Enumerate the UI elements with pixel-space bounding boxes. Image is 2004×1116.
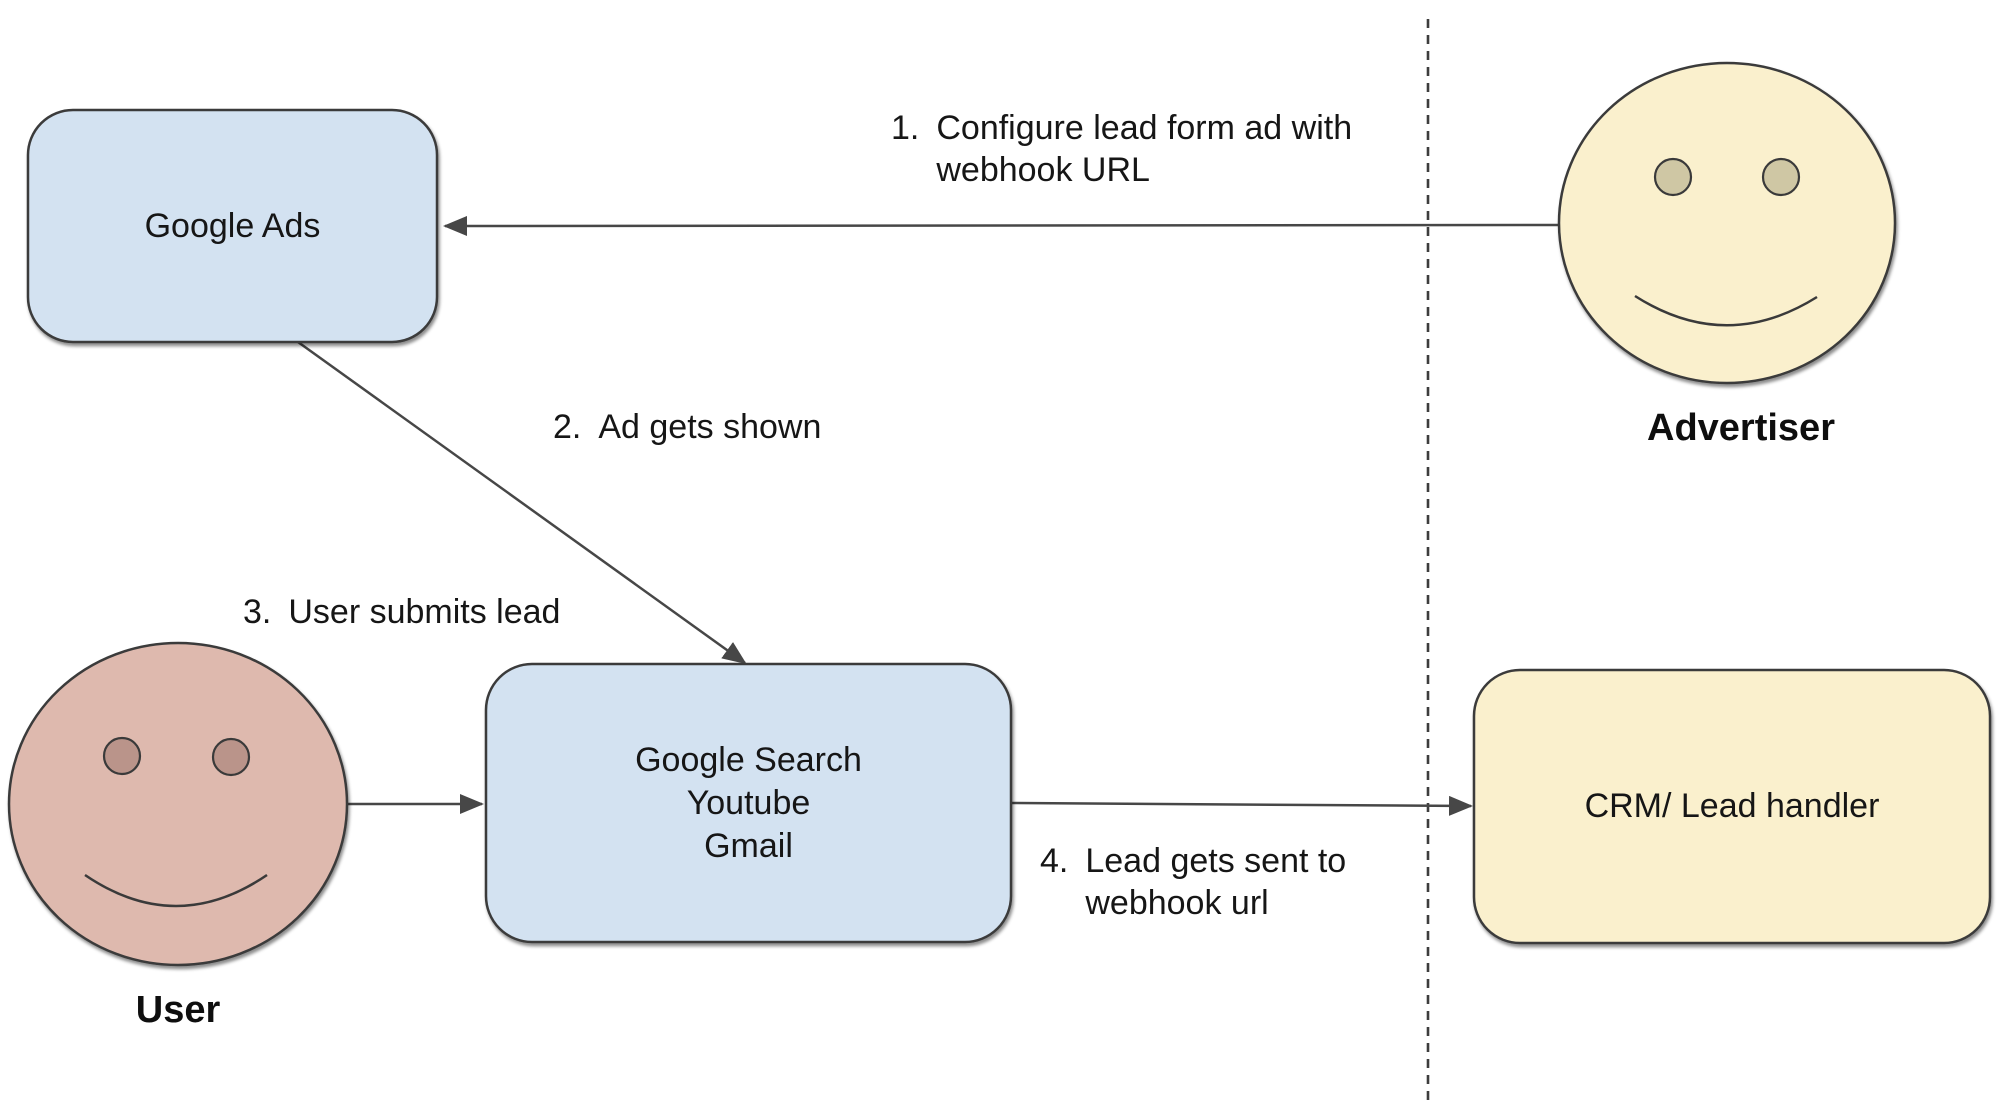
step-3-label: 3. User submits lead [243,591,560,633]
crm-box [1472,668,1992,945]
platforms-label-line-2: Youtube [686,783,811,822]
step-3-number: 3. [243,593,272,631]
crm-label: CRM/ Lead handler [1584,787,1880,825]
arrow-advertiser-to-google-ads [443,215,1561,236]
arrow-platforms-to-crm [1010,795,1473,816]
advertiser-face-icon [1557,61,1897,385]
platforms-label-line-3: Gmail [704,826,793,865]
advertiser-label: Advertiser [1647,407,1835,449]
step-4-text: Lead gets sent to webhook url [1085,840,1346,924]
advertiser-eye-left [1653,157,1693,197]
step-2-label: 2. Ad gets shown [553,406,821,448]
step-4-number: 4. [1040,842,1069,880]
google-ads-label: Google Ads [144,206,321,245]
advertiser-eye-right [1761,157,1801,197]
user-face [7,641,349,967]
user-smile [84,873,268,908]
user-label: User [135,989,221,1031]
step-1-label: 1. Configure lead form ad with webhook U… [891,107,1352,191]
platforms-label: Google Search Youtube Gmail [486,664,1011,942]
platforms-label-line-1: Google Search [635,740,862,779]
user-eye-right [211,737,251,777]
step-2-line-1: Ad gets shown [598,408,822,446]
step-4-line-1: Lead gets sent to [1085,842,1347,880]
step-4-label: 4. Lead gets sent to webhook url [1040,840,1346,924]
user-face-icon [7,641,349,967]
advertiser-face [1557,61,1897,385]
step-3-line-1: User submits lead [288,593,561,631]
step-1-number: 1. [891,109,920,147]
google-ads-box [26,108,439,344]
step-1-text: Configure lead form ad with webhook URL [936,107,1352,191]
step-1-line-1: Configure lead form ad with [936,109,1353,147]
arrow-google-ads-to-platforms [297,340,747,665]
step-1-line-2: webhook URL [936,151,1150,189]
step-2-number: 2. [553,408,582,446]
advertiser-smile [1634,294,1818,327]
platforms-box [484,662,1013,944]
step-4-line-2: webhook url [1085,884,1269,922]
user-eye-left [102,736,142,776]
